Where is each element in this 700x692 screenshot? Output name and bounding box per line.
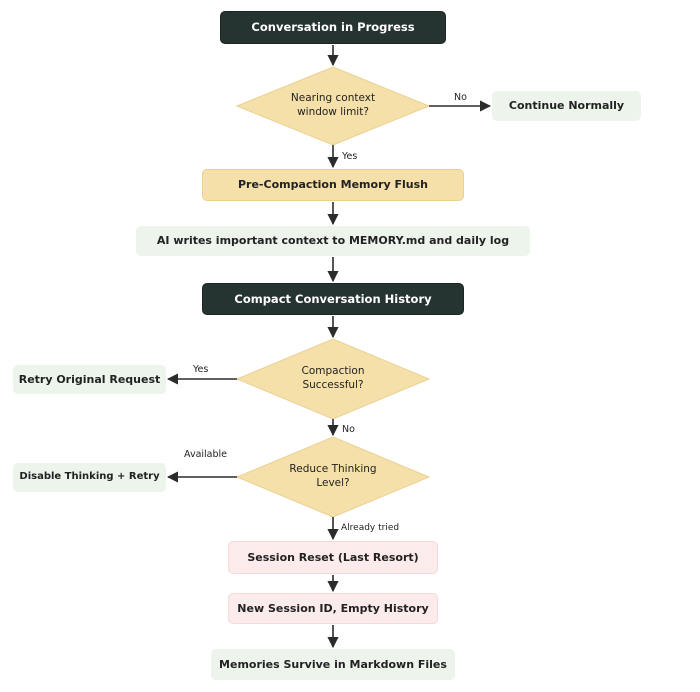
edge-label-yes-2: Yes bbox=[193, 364, 209, 375]
edge-label-yes-1: Yes bbox=[342, 151, 358, 162]
edge-label-already-tried: Already tried bbox=[341, 523, 400, 533]
node-memory-flush: Pre-Compaction Memory Flush bbox=[202, 169, 464, 201]
node-retry-original-request: Retry Original Request bbox=[13, 365, 166, 394]
node-disable-thinking-retry: Disable Thinking + Retry bbox=[13, 463, 166, 492]
node-conversation-in-progress: Conversation in Progress bbox=[220, 11, 446, 44]
decision-nearing-limit-label: Nearing context window limit? bbox=[290, 92, 376, 118]
decision-reduce-thinking-label: Reduce Thinking Level? bbox=[289, 463, 377, 489]
node-compact-history: Compact Conversation History bbox=[202, 283, 464, 315]
edge-label-available: Available bbox=[184, 449, 228, 460]
edge-label-no-1: No bbox=[454, 92, 467, 103]
node-session-reset: Session Reset (Last Resort) bbox=[228, 541, 438, 574]
node-continue-normally: Continue Normally bbox=[492, 91, 641, 121]
node-ai-writes-context: AI writes important context to MEMORY.md… bbox=[136, 226, 530, 256]
node-memories-survive: Memories Survive in Markdown Files bbox=[211, 649, 455, 680]
node-new-session-id: New Session ID, Empty History bbox=[228, 593, 438, 624]
decision-compaction-successful-label: Compaction Successful? bbox=[301, 365, 365, 391]
edge-label-no-2: No bbox=[342, 424, 355, 435]
